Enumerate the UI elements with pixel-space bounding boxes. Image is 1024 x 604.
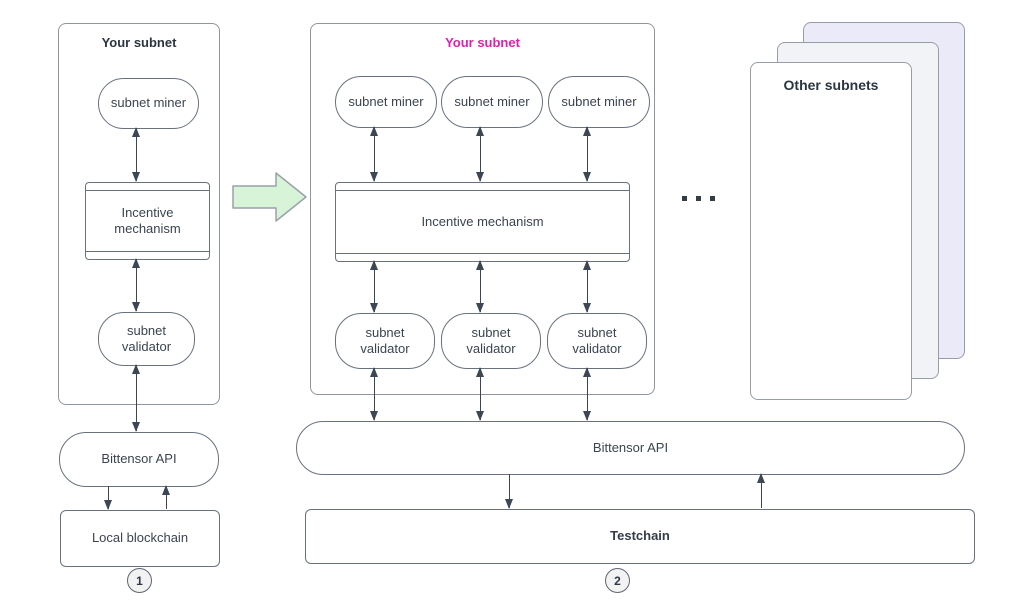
arrow-test-miner-incentive	[583, 126, 592, 182]
step-1-badge: 1	[127, 568, 152, 593]
testchain-node: Testchain	[305, 509, 975, 564]
local-blockchain-node: Local blockchain	[60, 510, 220, 567]
local-subnet-validator-node: subnet validator	[98, 312, 195, 366]
step-1-label: 1	[136, 573, 143, 588]
test-subnet-miner-node: subnet miner	[548, 76, 650, 128]
local-subnet-miner-node: subnet miner	[98, 78, 199, 129]
local-incentive-mechanism-node: Incentive mechanism	[85, 182, 210, 260]
arrow-test-miner-incentive	[476, 126, 485, 182]
test-subnet-title: Your subnet	[445, 35, 520, 50]
testchain-label: Testchain	[610, 528, 670, 544]
test-subnet-validator-node: subnet validator	[441, 313, 541, 369]
ellipsis-icon	[682, 196, 715, 201]
arrow-local-api-to-chain	[104, 485, 113, 510]
local-bittensor-api-label: Bittensor API	[101, 451, 177, 467]
test-incentive-mechanism-node: Incentive mechanism	[335, 182, 630, 262]
arrow-test-miner-incentive	[370, 126, 379, 182]
test-subnet-validator-node: subnet validator	[335, 313, 435, 369]
test-subnet-validator-node: subnet validator	[547, 313, 647, 369]
test-subnet-validator-label: subnet validator	[360, 324, 410, 356]
test-subnet-miner-label: subnet miner	[561, 93, 637, 109]
local-bittensor-api-node: Bittensor API	[59, 432, 219, 487]
arrow-local-miner-incentive	[132, 127, 141, 182]
local-subnet-validator-label: subnet validator	[121, 322, 172, 354]
test-subnet-validator-label: subnet validator	[466, 324, 516, 356]
local-incentive-mechanism-label: Incentive mechanism	[114, 204, 181, 236]
test-bittensor-api-node: Bittensor API	[296, 421, 965, 475]
arrow-test-incentive-validator	[476, 260, 485, 313]
test-subnet-miner-label: subnet miner	[454, 93, 530, 109]
step-2-badge: 2	[605, 568, 630, 593]
arrow-test-api-to-chain	[505, 473, 514, 509]
arrow-test-validator-api	[370, 367, 379, 421]
other-subnets-title: Other subnets	[783, 77, 879, 93]
arrow-test-incentive-validator	[370, 260, 379, 313]
test-subnet-miner-node: subnet miner	[441, 76, 543, 128]
local-subnet-miner-label: subnet miner	[110, 95, 187, 111]
local-subnet-title: Your subnet	[101, 35, 177, 50]
arrow-test-validator-api	[476, 367, 485, 421]
green-arrow-icon	[232, 172, 307, 222]
test-subnet-miner-label: subnet miner	[348, 93, 424, 109]
arrow-local-chain-to-api	[162, 485, 171, 510]
test-bittensor-api-label: Bittensor API	[592, 439, 669, 455]
step-2-label: 2	[614, 573, 621, 588]
arrow-test-chain-to-api	[757, 473, 766, 509]
test-subnet-miner-node: subnet miner	[335, 76, 437, 128]
arrow-local-validator-api	[132, 364, 141, 432]
arrow-test-validator-api	[583, 367, 592, 421]
test-incentive-mechanism-label: Incentive mechanism	[421, 213, 544, 229]
arrow-test-incentive-validator	[583, 260, 592, 313]
arrow-local-incentive-validator	[132, 258, 141, 312]
test-subnet-validator-label: subnet validator	[572, 324, 622, 356]
other-subnets-card-front: Other subnets	[750, 62, 912, 400]
local-blockchain-label: Local blockchain	[91, 530, 189, 546]
